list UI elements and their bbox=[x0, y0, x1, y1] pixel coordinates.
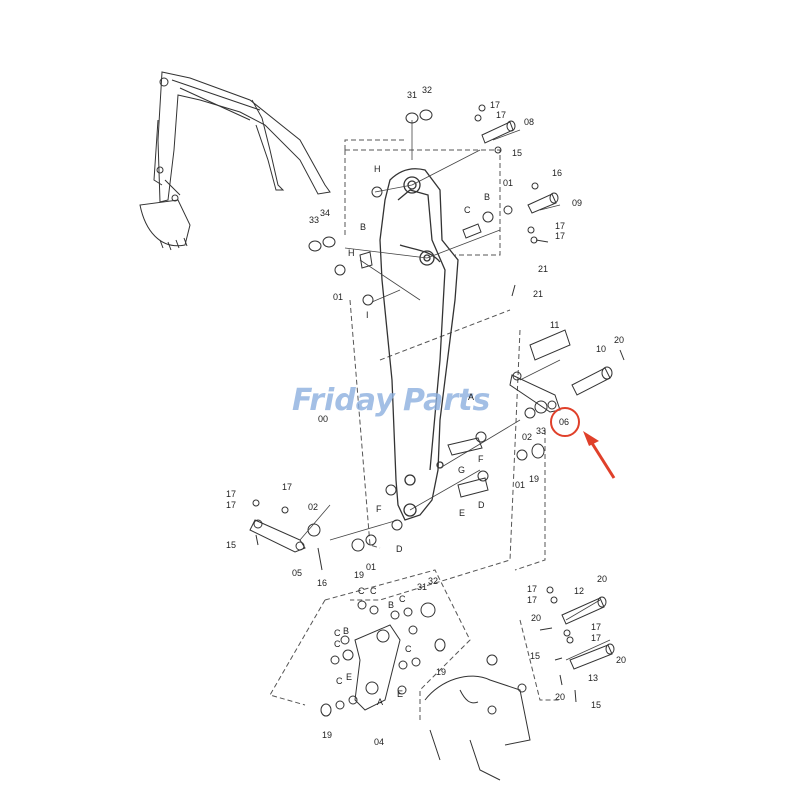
part-label: 06 bbox=[559, 417, 569, 427]
link-05 bbox=[249, 499, 377, 571]
pins-12-13 bbox=[539, 586, 615, 703]
part-label: 20 bbox=[597, 574, 607, 584]
highlight-circle bbox=[550, 407, 580, 437]
watermark-text-friday: Friday bbox=[292, 383, 396, 418]
link-04-group bbox=[320, 600, 446, 717]
part-label: E bbox=[397, 689, 403, 699]
part-label: 17 bbox=[226, 489, 236, 499]
highlight-arrow-shaft bbox=[588, 439, 616, 479]
part-label: 17 bbox=[282, 482, 292, 492]
part-label: C bbox=[358, 586, 365, 596]
part-label: 17 bbox=[226, 500, 236, 510]
part-label: 12 bbox=[574, 586, 584, 596]
part-label: 00 bbox=[318, 414, 328, 424]
part-label: 01 bbox=[366, 562, 376, 572]
part-label: B bbox=[484, 192, 490, 202]
part-label: 13 bbox=[588, 673, 598, 683]
part-label: F bbox=[376, 504, 382, 514]
part-label: 17 bbox=[527, 595, 537, 605]
highlight-marker bbox=[550, 407, 616, 479]
part-label: 20 bbox=[531, 613, 541, 623]
part-label: A bbox=[377, 697, 383, 707]
part-label: H bbox=[374, 164, 381, 174]
watermark-logo: Friday Parts bbox=[292, 383, 490, 418]
part-label: 01 bbox=[515, 480, 525, 490]
excavator-thumbnail bbox=[139, 71, 331, 251]
part-label: 19 bbox=[354, 570, 364, 580]
part-label: D bbox=[478, 500, 485, 510]
part-label: D bbox=[396, 544, 403, 554]
arm-group-outline bbox=[269, 139, 560, 720]
part-label: 16 bbox=[317, 578, 327, 588]
part-label: 08 bbox=[524, 117, 534, 127]
part-label: 15 bbox=[226, 540, 236, 550]
part-label: 31 bbox=[407, 90, 417, 100]
part-label: 02 bbox=[522, 432, 532, 442]
part-label: B bbox=[388, 600, 394, 610]
leader-lines bbox=[299, 120, 611, 661]
part-label: 17 bbox=[591, 622, 601, 632]
part-label: 01 bbox=[503, 178, 513, 188]
part-label: 02 bbox=[308, 502, 318, 512]
part-label: 15 bbox=[512, 148, 522, 158]
part-label: G bbox=[458, 465, 465, 475]
part-label: 10 bbox=[596, 344, 606, 354]
part-label: A bbox=[468, 392, 474, 402]
part-label: C bbox=[370, 586, 377, 596]
part-label: 09 bbox=[572, 198, 582, 208]
upper-pins bbox=[308, 104, 559, 306]
part-label: C bbox=[334, 628, 341, 638]
part-label: 19 bbox=[436, 667, 446, 677]
part-label: B bbox=[360, 222, 366, 232]
part-label: F bbox=[478, 454, 484, 464]
part-label: 19 bbox=[529, 474, 539, 484]
part-label: 31 bbox=[417, 582, 427, 592]
part-label: 15 bbox=[591, 700, 601, 710]
part-label: 17 bbox=[527, 584, 537, 594]
bucket-fragment bbox=[424, 654, 531, 781]
part-label: 33 bbox=[309, 215, 319, 225]
part-label: 32 bbox=[428, 576, 438, 586]
part-label: C bbox=[464, 205, 471, 215]
link-and-pins bbox=[385, 329, 625, 531]
part-label: 33 bbox=[536, 426, 546, 436]
arm-body bbox=[379, 168, 459, 521]
part-labels: 31 32 17 17 08 15 H 01 B C 16 09 17 17 2… bbox=[226, 85, 626, 747]
part-label: 17 bbox=[555, 221, 565, 231]
part-label: C bbox=[399, 594, 406, 604]
part-label: 17 bbox=[490, 100, 500, 110]
part-label: 17 bbox=[555, 231, 565, 241]
part-label: 34 bbox=[320, 208, 330, 218]
part-label: C bbox=[336, 676, 343, 686]
part-label: C bbox=[334, 639, 341, 649]
part-label: 11 bbox=[550, 320, 559, 330]
part-label: B bbox=[343, 626, 349, 636]
part-label: 20 bbox=[555, 692, 565, 702]
part-label: C bbox=[405, 644, 412, 654]
part-label: 20 bbox=[614, 335, 624, 345]
part-label: H bbox=[348, 248, 355, 258]
part-label: 04 bbox=[374, 737, 384, 747]
part-label: 32 bbox=[422, 85, 432, 95]
part-label: 15 bbox=[530, 651, 540, 661]
part-label: 05 bbox=[292, 568, 302, 578]
part-label: I bbox=[366, 310, 369, 320]
part-label: E bbox=[459, 508, 465, 518]
part-label: 20 bbox=[616, 655, 626, 665]
watermark-text-parts: Parts bbox=[403, 383, 490, 418]
part-label: 16 bbox=[552, 168, 562, 178]
part-label: E bbox=[346, 672, 352, 682]
part-label: 21 bbox=[538, 264, 548, 274]
part-label: 01 bbox=[333, 292, 343, 302]
highlight-arrow-head bbox=[583, 431, 599, 446]
part-label: 17 bbox=[496, 110, 506, 120]
part-label: 19 bbox=[322, 730, 332, 740]
part-label: 21 bbox=[533, 289, 543, 299]
part-label: 17 bbox=[591, 633, 601, 643]
